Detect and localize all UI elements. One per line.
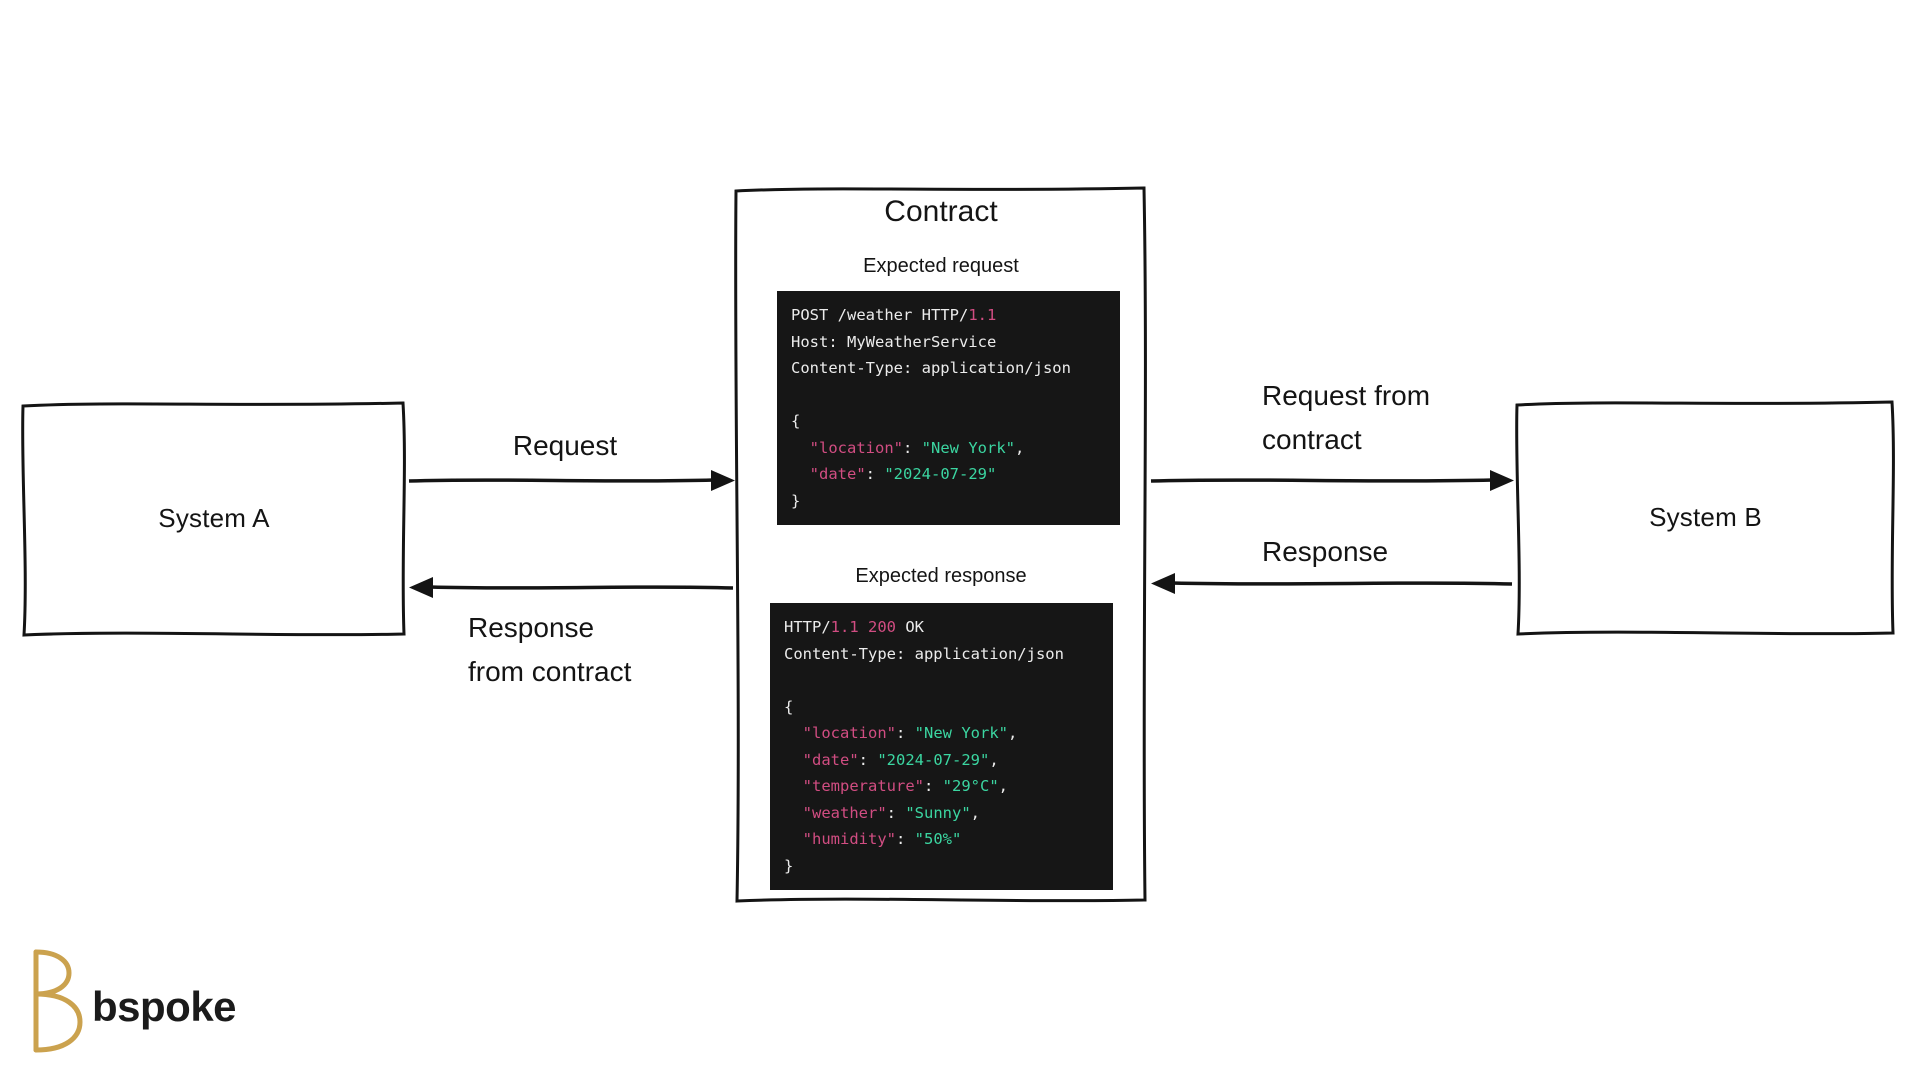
request-from-contract-arrow-label: Request from contract (1262, 380, 1431, 455)
request-arrow (408, 468, 736, 493)
system-a-box: System A (19, 398, 409, 639)
contract-box: Contract Expected request POST /weather … (732, 183, 1150, 905)
expected-response-label: Expected response (855, 565, 1027, 587)
system-b-box: System B (1513, 397, 1898, 638)
response-arrow-label: Response (1262, 536, 1389, 567)
bspoke-logo: bspoke (27, 945, 237, 1057)
response-arrow (1150, 571, 1513, 596)
expected-request-label: Expected request (863, 255, 1019, 277)
bspoke-logo-text: bspoke (92, 983, 237, 1030)
response-from-contract-arrow-label: Response from contract (468, 612, 632, 687)
system-a-label: System A (158, 503, 270, 533)
request-from-contract-arrow (1150, 468, 1515, 493)
system-b-label: System B (1649, 502, 1762, 532)
contract-title: Contract (884, 195, 998, 228)
response-from-contract-arrow (408, 575, 734, 600)
bspoke-logo-mark-icon (33, 949, 83, 1053)
request-arrow-label: Request (512, 430, 618, 461)
